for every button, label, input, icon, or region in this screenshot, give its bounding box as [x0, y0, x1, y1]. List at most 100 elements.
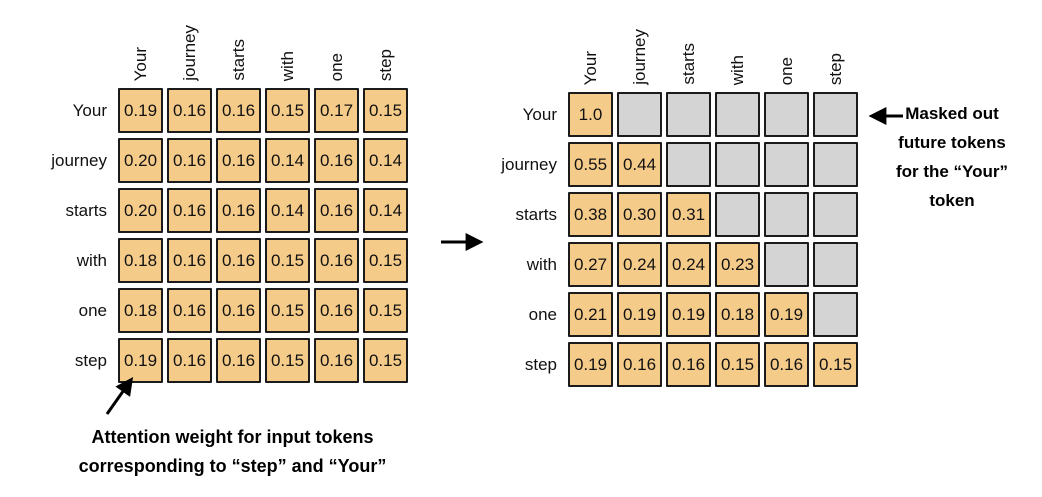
cell-step-Your: 0.19: [568, 342, 613, 387]
cell-starts-Your: 0.20: [118, 188, 163, 233]
cell-with-step: 0.15: [363, 238, 408, 283]
cell-step-journey: 0.16: [617, 342, 662, 387]
row-label-with: with: [76, 250, 107, 270]
row-label-one: one: [528, 304, 557, 324]
cell-step-with: 0.15: [715, 342, 760, 387]
cell-with-one: 0.16: [314, 238, 359, 283]
cell-starts-with: 0.14: [265, 188, 310, 233]
column-label: journey: [179, 25, 199, 81]
column-label: starts: [678, 43, 698, 85]
annotation-line: future tokens: [898, 133, 1006, 152]
masked-cell-starts-one: [764, 192, 809, 237]
row-label-journey: journey: [51, 150, 107, 170]
cell-Your-journey: 0.16: [167, 88, 212, 133]
masked-cell-starts-with: [715, 192, 760, 237]
column-label: step: [825, 52, 845, 85]
cell-step-with: 0.15: [265, 338, 310, 383]
masked-cell-journey-one: [764, 142, 809, 187]
matrix-corner: [40, 0, 114, 83]
cell-with-with: 0.15: [265, 238, 310, 283]
column-label: with: [277, 50, 297, 81]
cell-journey-one: 0.16: [314, 138, 359, 183]
column-label: journey: [629, 29, 649, 85]
row-label-step: step: [524, 354, 557, 374]
cell-step-one: 0.16: [314, 338, 359, 383]
masked-cell-Your-starts: [666, 92, 711, 137]
cell-one-Your: 0.18: [118, 288, 163, 333]
column-header-Your: Your: [568, 4, 613, 87]
cell-step-starts: 0.16: [666, 342, 711, 387]
annotation-line: Masked out: [905, 104, 999, 123]
column-label: Your: [580, 50, 600, 85]
cell-journey-journey: 0.16: [167, 138, 212, 183]
cell-starts-step: 0.14: [363, 188, 408, 233]
annotation-line: Attention weight for input tokens: [91, 427, 374, 447]
masked-cell-journey-starts: [666, 142, 711, 187]
cell-with-journey: 0.24: [617, 242, 662, 287]
masked-cell-one-step: [813, 292, 858, 337]
cell-with-Your: 0.27: [568, 242, 613, 287]
column-label: Your: [130, 46, 150, 81]
masked-cell-journey-step: [813, 142, 858, 187]
cell-one-one: 0.19: [764, 292, 809, 337]
cell-journey-starts: 0.16: [216, 138, 261, 183]
cell-journey-journey: 0.44: [617, 142, 662, 187]
row-label-starts: starts: [65, 200, 107, 220]
cell-step-starts: 0.16: [216, 338, 261, 383]
cell-one-starts: 0.16: [216, 288, 261, 333]
masked-tokens-annotation: Masked out future tokens for the “Your” …: [872, 99, 1032, 215]
cell-Your-Your: 0.19: [118, 88, 163, 133]
cell-starts-journey: 0.30: [617, 192, 662, 237]
cell-with-with: 0.23: [715, 242, 760, 287]
row-label-one: one: [78, 300, 107, 320]
cell-one-with: 0.18: [715, 292, 760, 337]
cell-with-starts: 0.24: [666, 242, 711, 287]
cell-step-journey: 0.16: [167, 338, 212, 383]
cell-one-with: 0.15: [265, 288, 310, 333]
cell-Your-starts: 0.16: [216, 88, 261, 133]
cell-step-step: 0.15: [813, 342, 858, 387]
column-label: one: [326, 52, 346, 81]
column-header-with: with: [715, 4, 760, 87]
cell-starts-starts: 0.16: [216, 188, 261, 233]
column-header-journey: journey: [617, 4, 662, 87]
column-label: one: [776, 56, 796, 85]
column-header-one: one: [314, 0, 359, 83]
column-label: with: [727, 54, 747, 85]
row-label-starts: starts: [515, 204, 557, 224]
cell-with-journey: 0.16: [167, 238, 212, 283]
cell-starts-Your: 0.38: [568, 192, 613, 237]
annotation-line: for the “Your”: [895, 162, 1009, 181]
column-header-Your: Your: [118, 0, 163, 83]
column-header-step: step: [813, 4, 858, 87]
row-label-with: with: [526, 254, 557, 274]
row-label-Your: Your: [522, 104, 557, 124]
row-label-journey: journey: [501, 154, 557, 174]
column-label: step: [375, 48, 395, 81]
masked-cell-with-step: [813, 242, 858, 287]
column-header-journey: journey: [167, 0, 212, 83]
cell-one-step: 0.15: [363, 288, 408, 333]
masked-cell-journey-with: [715, 142, 760, 187]
cell-one-journey: 0.19: [617, 292, 662, 337]
annotation-line: token: [929, 191, 975, 210]
masked-cell-Your-step: [813, 92, 858, 137]
cell-journey-with: 0.14: [265, 138, 310, 183]
cell-one-starts: 0.19: [666, 292, 711, 337]
attention-weight-pointer-arrow-icon: [105, 377, 134, 415]
masked-cell-Your-one: [764, 92, 809, 137]
cell-step-step: 0.15: [363, 338, 408, 383]
cell-journey-Your: 0.20: [118, 138, 163, 183]
masked-cell-with-one: [764, 242, 809, 287]
cell-Your-step: 0.15: [363, 88, 408, 133]
column-header-starts: starts: [666, 4, 711, 87]
cell-Your-with: 0.15: [265, 88, 310, 133]
cell-one-Your: 0.21: [568, 292, 613, 337]
cell-starts-starts: 0.31: [666, 192, 711, 237]
cell-one-journey: 0.16: [167, 288, 212, 333]
column-header-with: with: [265, 0, 310, 83]
annotation-line: corresponding to “step” and “Your”: [78, 456, 387, 476]
